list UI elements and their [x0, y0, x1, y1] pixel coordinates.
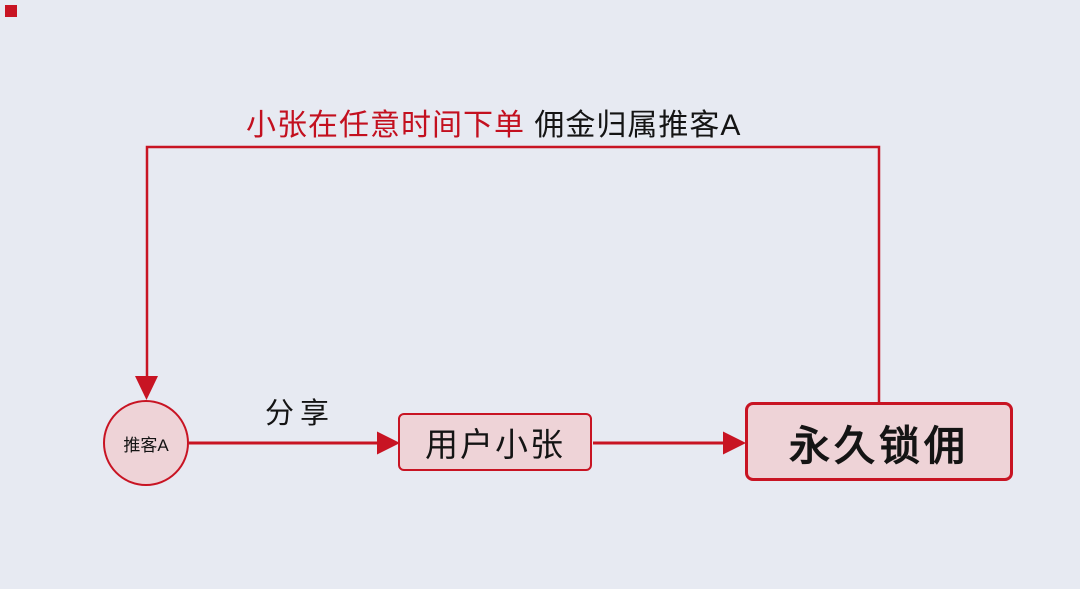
share-arrowhead-right-icon	[377, 431, 400, 455]
node-permanent-lock: 永久锁佣	[745, 402, 1013, 481]
node-user-xiaozhang: 用户小张	[398, 413, 592, 471]
title-rest: 佣金归属推客A	[525, 109, 742, 142]
share-edge-label: 分享	[264, 398, 335, 430]
corner-marker	[5, 5, 17, 17]
node-user-xiaozhang-label: 用户小张	[425, 426, 565, 463]
loop-connector-line	[145, 145, 881, 402]
node-permanent-lock-label: 永久锁佣	[789, 422, 969, 469]
diagram-title: 小张在任意时间下单 佣金归属推客A	[246, 100, 741, 144]
node-promoter-a: 推客A	[103, 400, 189, 486]
node-promoter-a-label: 推客A	[123, 435, 169, 455]
lock-arrowhead-right-icon	[723, 431, 746, 455]
title-highlight: 小张在任意时间下单	[246, 109, 525, 142]
loop-arrowhead-down-icon	[135, 376, 158, 400]
